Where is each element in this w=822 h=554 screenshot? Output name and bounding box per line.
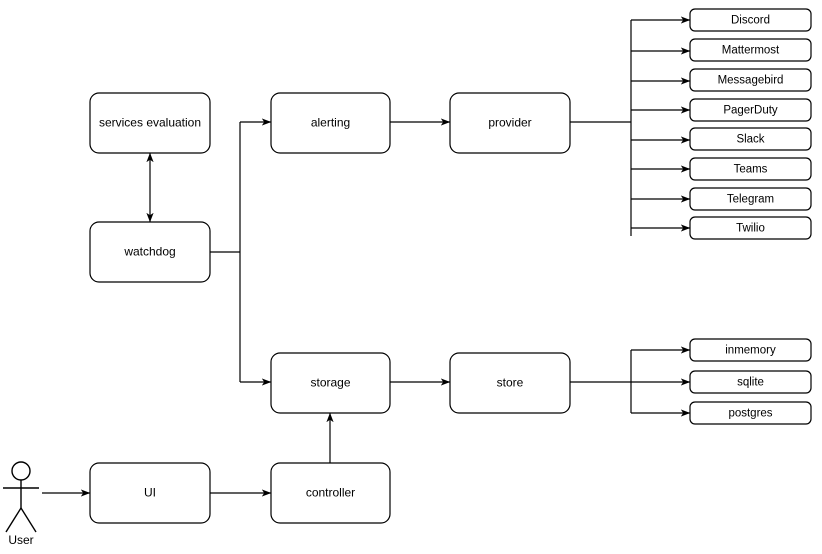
node-alerting-label: alerting: [311, 116, 350, 130]
store-leaf-group: inmemory sqlite postgres: [689, 338, 812, 425]
leaf-node-provider-4-shape[interactable]: [689, 127, 812, 151]
leaf-node-store-1[interactable]: sqlite: [689, 370, 812, 394]
node-watchdog-label: watchdog: [123, 245, 175, 259]
stick-figure-actor-icon: [3, 461, 39, 533]
leaf-node-provider-6-shape[interactable]: [689, 187, 812, 211]
node-store[interactable]: store: [449, 352, 571, 414]
leaf-node-store-0-shape[interactable]: [689, 338, 812, 362]
node-storage[interactable]: storage: [270, 352, 391, 414]
node-watchdog[interactable]: watchdog: [89, 221, 211, 283]
leaf-node-provider-2[interactable]: Messagebird: [689, 68, 812, 92]
leaf-node-store-2[interactable]: postgres: [689, 401, 812, 425]
node-provider-label: provider: [488, 116, 531, 130]
leaf-node-store-1-shape[interactable]: [689, 370, 812, 394]
leaf-node-provider-7-shape[interactable]: [689, 216, 812, 240]
actor-head: [11, 461, 31, 481]
node-alerting-shape[interactable]: [270, 92, 391, 154]
leaf-node-provider-0[interactable]: Discord: [689, 8, 812, 32]
leaf-node-provider-3-shape[interactable]: [689, 98, 812, 122]
actor-left-leg: [5, 507, 22, 533]
node-storage-label: storage: [310, 376, 350, 390]
node-ui-label: UI: [144, 486, 156, 500]
node-storage-shape[interactable]: [270, 352, 391, 414]
leaf-node-store-0-label: inmemory: [725, 345, 776, 357]
node-services-evaluation-label: services evaluation: [99, 116, 201, 130]
leaf-node-provider-1-label: Mattermost: [722, 45, 780, 57]
node-store-label: store: [497, 376, 524, 390]
leaf-node-store-2-label: postgres: [728, 408, 772, 420]
leaf-node-provider-5[interactable]: Teams: [689, 157, 812, 181]
leaf-node-provider-4[interactable]: Slack: [689, 127, 812, 151]
leaf-node-provider-6-label: Telegram: [727, 194, 774, 206]
leaf-node-provider-7[interactable]: Twilio: [689, 216, 812, 240]
node-ui-shape[interactable]: [89, 462, 211, 524]
leaf-node-provider-1[interactable]: Mattermost: [689, 38, 812, 62]
leaf-node-provider-2-shape[interactable]: [689, 68, 812, 92]
leaf-node-provider-5-shape[interactable]: [689, 157, 812, 181]
leaf-node-provider-4-label: Slack: [736, 134, 764, 146]
store-fanout-branches: [631, 346, 691, 417]
leaf-node-provider-2-label: Messagebird: [718, 75, 784, 87]
leaf-node-provider-3[interactable]: PagerDuty: [689, 98, 812, 122]
leaf-node-provider-3-label: PagerDuty: [723, 105, 778, 117]
leaf-node-store-0[interactable]: inmemory: [689, 338, 812, 362]
node-ui[interactable]: UI: [89, 462, 211, 524]
node-services-evaluation-shape[interactable]: [89, 92, 211, 154]
node-provider[interactable]: provider: [449, 92, 571, 154]
leaf-node-store-2-shape[interactable]: [689, 401, 812, 425]
leaf-node-provider-0-shape[interactable]: [689, 8, 812, 32]
node-controller-label: controller: [306, 486, 355, 500]
actor-right-leg: [20, 507, 37, 533]
leaf-node-store-1-label: sqlite: [737, 377, 764, 389]
leaf-node-provider-5-label: Teams: [734, 164, 768, 176]
leaf-node-provider-6[interactable]: Telegram: [689, 187, 812, 211]
edge-layer: [42, 20, 632, 497]
provider-fanout-branches: [631, 16, 691, 232]
node-store-shape[interactable]: [449, 352, 571, 414]
leaf-node-provider-1-shape[interactable]: [689, 38, 812, 62]
node-services-evaluation[interactable]: services evaluation: [89, 92, 211, 154]
node-controller[interactable]: controller: [270, 462, 391, 524]
actor-user-label: User: [8, 533, 33, 547]
node-provider-shape[interactable]: [449, 92, 571, 154]
node-controller-shape[interactable]: [270, 462, 391, 524]
leaf-node-provider-7-label: Twilio: [736, 223, 765, 235]
node-alerting[interactable]: alerting: [270, 92, 391, 154]
provider-leaf-group: Discord Mattermost Messagebird PagerDuty…: [689, 8, 812, 240]
node-watchdog-shape[interactable]: [89, 221, 211, 283]
actor-user[interactable]: User: [3, 461, 39, 547]
leaf-node-provider-0-label: Discord: [731, 15, 770, 27]
